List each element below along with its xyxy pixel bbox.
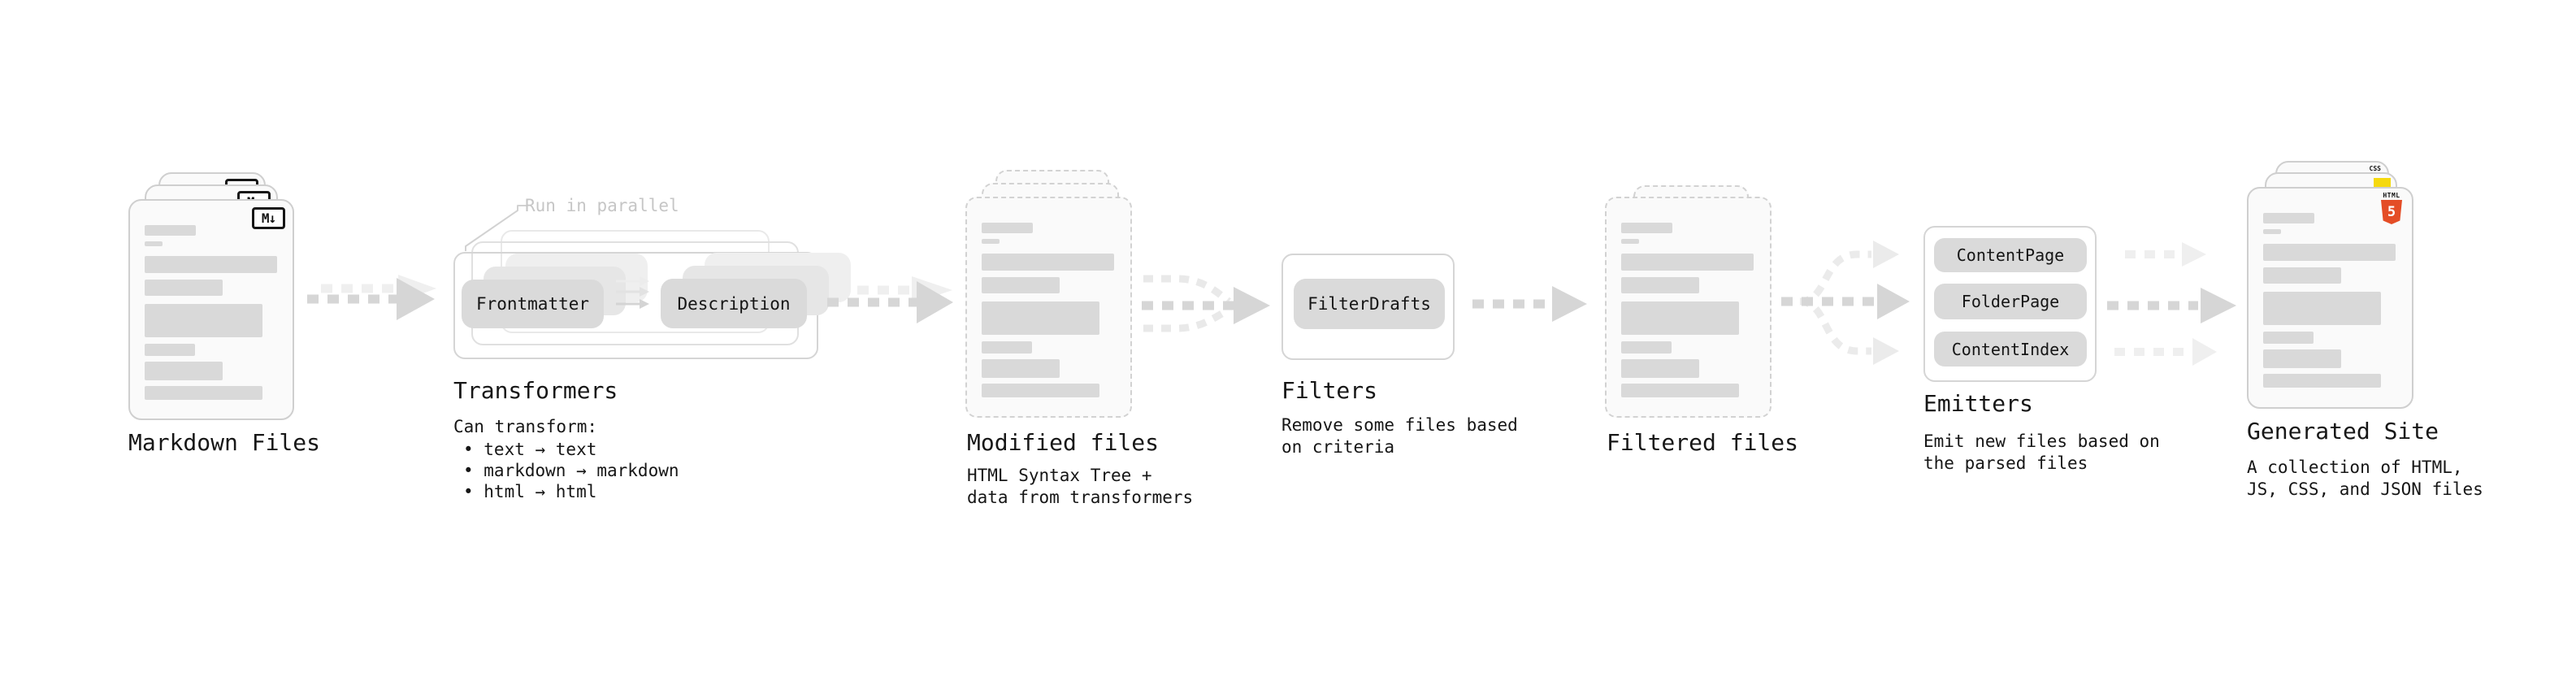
text-line-placeholder: [982, 223, 1033, 233]
text-line-placeholder: [145, 280, 223, 296]
emitters-desc: Emit new files based on the parsed files: [1923, 432, 2160, 473]
transformers-label: Transformers: [453, 377, 618, 404]
generated-site-label: Generated Site: [2247, 418, 2439, 445]
text-line-placeholder: [1621, 239, 1639, 244]
text-line-placeholder: [1621, 277, 1699, 293]
text-line-placeholder: [145, 256, 277, 273]
arrow-markdown-to-transformers: [307, 275, 436, 320]
text-line-placeholder: [982, 359, 1060, 378]
filtered-file-card: [1605, 197, 1772, 418]
frontmatter-pill: Frontmatter: [462, 280, 604, 328]
text-line-placeholder: [2263, 244, 2396, 261]
arrow-modified-to-filters: [1142, 275, 1270, 332]
html5-icon-shield: 5: [2381, 200, 2402, 224]
generated-file-card: HTML 5: [2247, 187, 2413, 409]
filterdrafts-pill: FilterDrafts: [1294, 279, 1445, 329]
text-line-placeholder: [145, 344, 195, 356]
folderpage-pill: FolderPage: [1934, 284, 2087, 319]
emitters-frame: [1923, 226, 2097, 382]
text-line-placeholder: [982, 301, 1099, 335]
text-line-placeholder: [145, 386, 262, 400]
transformers-desc-title: Can transform:: [453, 417, 598, 436]
text-line-placeholder: [145, 304, 262, 337]
text-line-placeholder: [2263, 213, 2314, 223]
text-line-placeholder: [2263, 229, 2281, 234]
text-line-placeholder: [2263, 349, 2341, 368]
markdown-icon: M↓: [252, 207, 285, 229]
run-in-parallel-annotation: Run in parallel: [525, 196, 679, 215]
generated-site-desc: A collection of HTML, JS, CSS, and JSON …: [2247, 458, 2483, 499]
text-line-placeholder: [982, 277, 1060, 293]
arrow-filters-to-filtered: [1472, 286, 1587, 322]
js-file-icon: [2374, 178, 2391, 188]
modified-file-card: [965, 197, 1132, 418]
text-line-placeholder: [145, 362, 223, 380]
text-line-placeholder: [2263, 267, 2341, 284]
text-line-placeholder: [1621, 254, 1754, 271]
transformers-bullet-3: • html → html: [463, 482, 597, 501]
text-line-placeholder: [1621, 301, 1739, 335]
arrow-filtered-to-emitters: [1781, 241, 1910, 365]
text-line-placeholder: [2263, 374, 2381, 388]
text-line-placeholder: [145, 241, 163, 246]
filtered-files-label: Filtered files: [1607, 429, 1799, 456]
text-line-placeholder: [1621, 223, 1672, 233]
text-line-placeholder: [1621, 384, 1739, 397]
text-line-placeholder: [1621, 359, 1699, 378]
modified-files-desc: HTML Syntax Tree + data from transformer…: [967, 466, 1194, 507]
markdown-file-card: M↓: [128, 199, 294, 420]
arrow-transformers-to-modified: [827, 276, 953, 323]
text-line-placeholder: [2263, 332, 2314, 344]
text-line-placeholder: [145, 225, 196, 236]
text-line-placeholder: [982, 341, 1032, 354]
text-line-placeholder: [982, 239, 1000, 244]
description-pill: Description: [661, 279, 807, 328]
text-line-placeholder: [2263, 292, 2381, 325]
text-line-placeholder: [982, 384, 1099, 397]
contentpage-pill: ContentPage: [1934, 238, 2087, 272]
parallel-flow-arrows: [616, 276, 649, 309]
filters-frame: [1281, 254, 1455, 360]
transformers-bullet-2: • markdown → markdown: [463, 461, 679, 480]
emitters-label: Emitters: [1923, 390, 2033, 417]
modified-files-label: Modified files: [967, 429, 1160, 456]
filters-desc: Remove some files based on criteria: [1281, 415, 1518, 457]
html5-icon-word: HTML: [2383, 192, 2400, 199]
html5-icon: HTML 5: [2381, 193, 2402, 224]
arrow-emitters-to-generated: [2107, 242, 2236, 366]
text-line-placeholder: [1621, 341, 1672, 354]
transformers-bullet-1: • text → text: [463, 440, 597, 459]
filters-label: Filters: [1281, 377, 1378, 404]
contentindex-pill: ContentIndex: [1934, 332, 2087, 367]
markdown-files-label: Markdown Files: [128, 429, 321, 456]
annotation-leader-line: [465, 205, 527, 251]
html5-icon-numeral: 5: [2387, 204, 2396, 220]
text-line-placeholder: [982, 254, 1114, 271]
